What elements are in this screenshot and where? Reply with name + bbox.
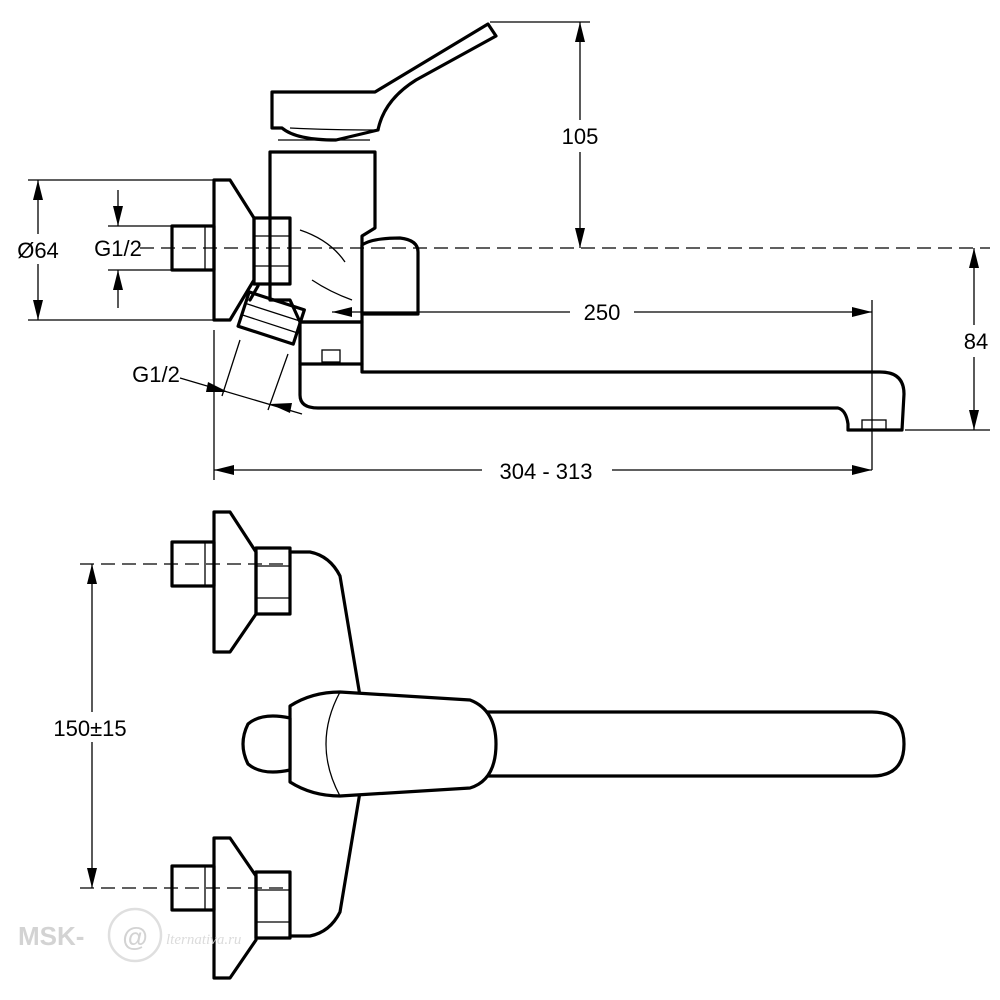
- side-view-dimensions: 105 84 250 304 - 313 Ø64 G1/2: [10, 21, 995, 485]
- spout-top: [478, 710, 906, 778]
- top-view: [170, 510, 906, 980]
- hex-nut-upper: [254, 546, 292, 616]
- flange-upper: [212, 510, 258, 654]
- watermark-prefix: MSK-: [18, 921, 84, 951]
- side-view: [170, 22, 906, 432]
- dim-inlet-thread-bottom: G1/2: [132, 362, 180, 387]
- flange-lower: [212, 836, 258, 980]
- spout-connector: [298, 320, 364, 366]
- dim-inlet-thread-top: G1/2: [94, 236, 142, 261]
- lever-cap-top: [288, 690, 498, 798]
- dim-flange-diameter: Ø64: [17, 238, 59, 263]
- spout: [298, 362, 906, 432]
- dim-spout-height: 84: [964, 329, 988, 354]
- angled-inlet: [236, 290, 306, 346]
- diverter-knob-top: [241, 714, 292, 774]
- lever-handle: [270, 22, 498, 142]
- hex-nut-lower: [254, 870, 292, 940]
- cartridge-body: [268, 150, 377, 324]
- watermark-domain: lternativa.ru: [166, 932, 241, 948]
- dim-spout-reach: 250: [584, 300, 621, 325]
- svg-text:@: @: [122, 922, 147, 952]
- dim-lever-height: 105: [562, 124, 599, 149]
- hex-nut-top: [252, 216, 292, 286]
- top-view-dimensions: 150±15: [40, 563, 290, 889]
- diverter-knob: [360, 236, 420, 316]
- watermark: MSK- @ lternativa.ru: [18, 907, 241, 963]
- dim-total-length: 304 - 313: [500, 459, 593, 484]
- aerator: [861, 419, 887, 431]
- dim-center-distance: 150±15: [53, 716, 126, 741]
